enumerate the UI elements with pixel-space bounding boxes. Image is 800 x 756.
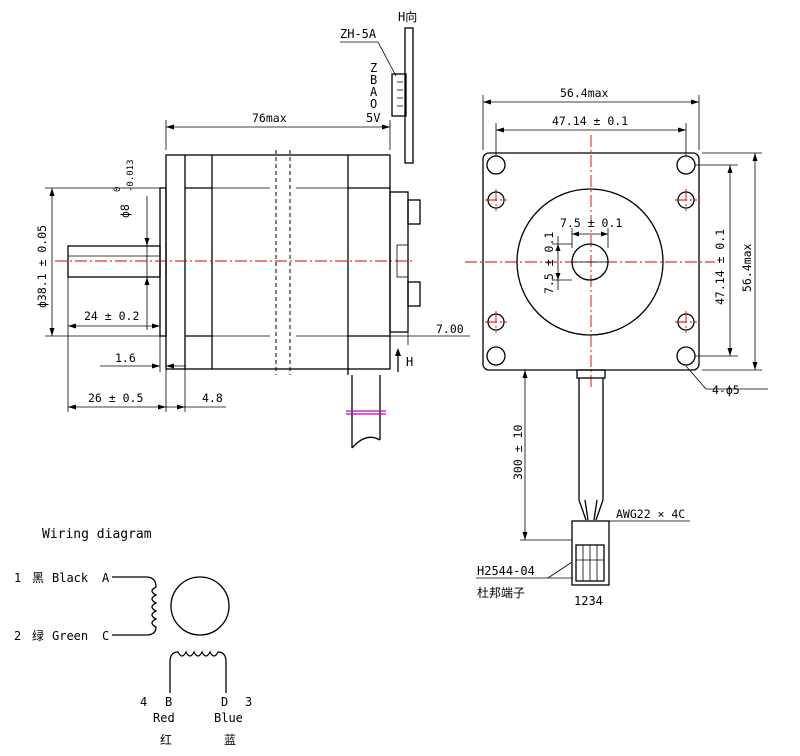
- dim-pilot-dia: ϕ38.1 ± 0.05: [35, 225, 49, 308]
- winding-bd: [169, 650, 227, 693]
- wire3-color-cn: 蓝: [224, 733, 236, 747]
- wire2-phase: C: [102, 629, 109, 643]
- dim-frame-max-vertical: 56.4max: [740, 243, 754, 292]
- wire2-color-cn: 绿: [32, 628, 44, 643]
- h-direction-label: H: [406, 355, 413, 369]
- wire4-color-cn: 红: [160, 732, 172, 747]
- wire2-number: 2: [14, 629, 21, 643]
- dim-frame-max: 56.4max: [560, 86, 609, 100]
- connector-model-label: ZH-5A: [340, 27, 377, 41]
- dim-boss-vertical: 7.5 ± 0.1: [542, 232, 556, 294]
- wire4-number: 4: [140, 695, 147, 709]
- cable-gland: [576, 369, 606, 379]
- wiring-diagram-title: Wiring diagram: [42, 527, 152, 542]
- pin-label-5v: 5V: [366, 111, 380, 125]
- wire3-phase: D: [221, 695, 228, 709]
- dim-shaft-length: 24 ± 0.2: [84, 309, 139, 323]
- terminal-model-label: H2544-04: [477, 564, 535, 578]
- h-view-label: H向: [398, 9, 417, 24]
- side-view: H 76max ϕ8 0 -0.013 ϕ38.1 ± 0.05 24 ± 0.…: [35, 9, 470, 449]
- wire3-color-en: Blue: [214, 711, 243, 725]
- dim-shaft-dia: ϕ8: [118, 204, 132, 218]
- dim-connector-offset: 7.00: [436, 322, 464, 336]
- dim-length-76max: 76max: [252, 111, 287, 125]
- dim-lead-length: 300 ± 10: [511, 425, 525, 480]
- motor-shaft: [67, 245, 161, 278]
- wiring-diagram: Wiring diagram 1 黑 Black A 2 绿 Green C 4…: [14, 527, 252, 747]
- dim-flange-step: 1.6: [115, 351, 136, 365]
- dim-boss-horizontal: 7.5 ± 0.1: [560, 216, 622, 230]
- rotor-symbol: [170, 576, 230, 636]
- front-boss: [516, 188, 664, 336]
- winding-ac: [145, 576, 158, 636]
- terminal-cn-label: 杜邦端子: [477, 585, 525, 600]
- motor-body: [165, 154, 391, 370]
- pin-label-o: O: [370, 97, 377, 111]
- wire4-phase: B: [165, 695, 172, 709]
- dupont-terminal: [571, 520, 610, 586]
- wire1-number: 1: [14, 571, 21, 585]
- dim-shaft-tol-upper: 0: [113, 187, 123, 192]
- encoder-cover: [389, 191, 409, 333]
- pin-label-b: B: [370, 73, 377, 87]
- dim-shaft-tol-lower: -0.013: [126, 159, 136, 192]
- wire3-number: 3: [245, 695, 252, 709]
- wire1-color-cn: 黑: [32, 571, 44, 585]
- dim-flange-thickness: 4.8: [202, 391, 223, 405]
- wire4-color-en: Red: [153, 711, 175, 725]
- wire-spec-label: AWG22 × 4C: [616, 507, 685, 521]
- dim-hole-pitch-vertical: 47.14 ± 0.1: [713, 229, 727, 305]
- wire2-color-en: Green: [52, 629, 88, 643]
- dim-hole-pitch: 47.14 ± 0.1: [552, 114, 628, 128]
- mount-holes: [485, 155, 697, 366]
- front-view: 56.4max 47.14 ± 0.1 47.14 ± 0.1 56.4max …: [465, 86, 768, 608]
- holes-label: 4-ϕ5: [712, 383, 740, 397]
- wire1-color-en: Black: [52, 571, 89, 585]
- pin-label-z: Z: [370, 61, 377, 75]
- connector-board: [404, 27, 414, 164]
- zh-5a-connector: [391, 73, 407, 117]
- pin-label-a: A: [370, 85, 378, 99]
- wire1-phase: A: [102, 571, 110, 585]
- terminal-pins-label: 1234: [574, 594, 603, 608]
- dim-shaft-total: 26 ± 0.5: [88, 391, 143, 405]
